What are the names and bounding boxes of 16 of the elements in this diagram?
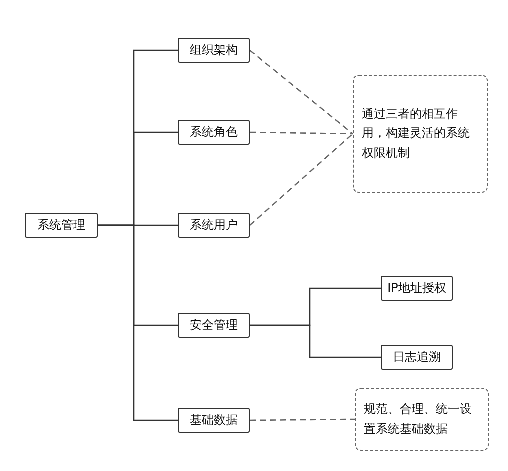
dashed-connector	[250, 134, 354, 226]
process-box: 基础数据	[178, 408, 250, 433]
dashed-connector	[250, 418, 355, 422]
process-box: 系统角色	[178, 120, 250, 145]
dashed-connector	[250, 50, 354, 134]
dashed-connector	[250, 132, 353, 135]
process-box: 系统管理	[25, 213, 98, 238]
process-box: 日志追溯	[381, 345, 453, 370]
process-box: IP地址授权	[381, 276, 453, 301]
note-box: 规范、合理、统一设置系统基础数据	[355, 388, 489, 451]
connector-line	[250, 324, 381, 358]
process-box: 系统用户	[178, 213, 250, 238]
process-box: 安全管理	[178, 313, 250, 338]
note-box: 通过三者的相互作用，构建灵活的系统权限机制	[353, 75, 488, 193]
process-box: 组织架构	[178, 38, 250, 63]
connector-line	[98, 224, 178, 422]
